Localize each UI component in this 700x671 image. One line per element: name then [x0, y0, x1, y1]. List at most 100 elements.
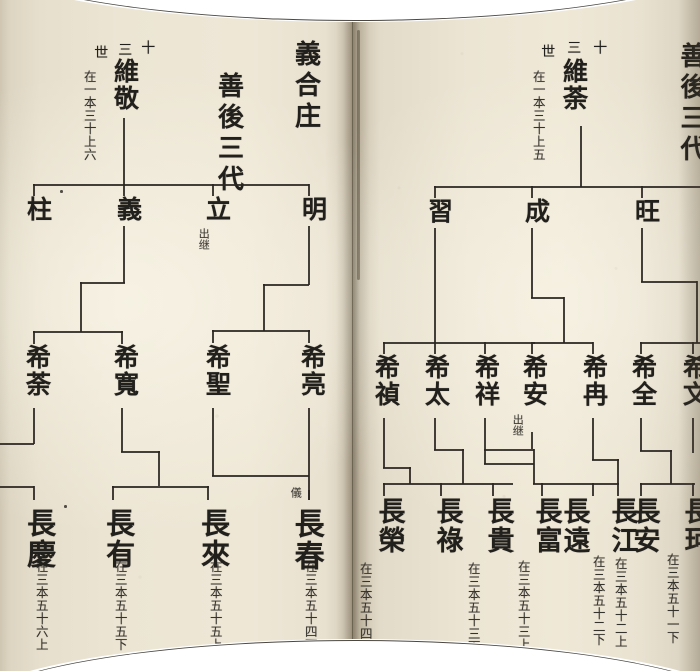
- connector-left-gen2-tick-ming: [308, 184, 310, 196]
- connector-left-gen4-bar: [112, 486, 209, 488]
- connector-right-gen4-bar-a: [383, 483, 513, 485]
- connector-right-wang-drop-b: [696, 281, 698, 343]
- connector-left-yi-gen3-tick-2: [121, 331, 123, 344]
- left-page-gen2-name-zhu: 柱: [23, 196, 53, 222]
- connector-left-xikuan-jog: [121, 451, 160, 453]
- left-page-gen4-ref-changlai: 在三本五十五上: [207, 560, 223, 651]
- connector-left-yi-gen3-bar: [33, 331, 123, 333]
- ink-speck-mid-left: [64, 505, 67, 508]
- connector-right-cheng-gen3-tick-2: [592, 342, 594, 354]
- connector-left-xikuan-drop: [121, 408, 123, 452]
- connector-right-wang-jog: [641, 281, 697, 283]
- right-page-gen3-tag-xian-chuji: 出继: [511, 414, 525, 436]
- right-page-gen4-name-changfu: 長富: [530, 497, 562, 555]
- right-page-gen3-name-xiwen: 希文: [679, 354, 700, 408]
- connector-left-gen4-tick-changlai: [207, 486, 209, 500]
- connector-right-xiwen-drop: [692, 418, 694, 453]
- connector-left-gen2-bar: [33, 184, 309, 186]
- connector-right-xiquan-drop2: [670, 450, 672, 484]
- connector-right-xi-drop: [434, 228, 436, 343]
- left-page-gen4-name-changyou: 長有: [101, 508, 136, 570]
- connector-left-xitu-bar: [0, 443, 34, 445]
- connector-right-gen4-tick-changyuan: [592, 483, 594, 496]
- left-page-ancestor-reference: 在一本三十上六: [81, 70, 97, 161]
- left-page-gen4-ref-changyou: 在三本五十五下: [112, 560, 128, 651]
- left-page-gen3-name-xisheng: 希聖: [202, 344, 232, 398]
- connector-left-gen4-tick-changyou: [112, 486, 114, 500]
- connector-left-xitu-tick: [33, 486, 35, 500]
- right-page-gen4-name-changgui: 長貴: [482, 497, 514, 555]
- right-page-gen4-name-changrong: 長榮: [373, 497, 405, 555]
- connector-right-gen4-tick-changke: [692, 483, 694, 496]
- left-page-gen2-name-yi: 義: [113, 196, 143, 222]
- connector-right-gen2-tick-xi: [434, 186, 436, 198]
- right-page-gen2-name-cheng: 成: [521, 198, 551, 224]
- left-page-gen2-name-ming: 明: [298, 196, 328, 222]
- connector-right-xixiang-drop: [484, 418, 486, 464]
- left-page-gen3-name-xitu: 希荼: [22, 344, 52, 398]
- connector-left-gen2-tick-yi: [123, 184, 125, 196]
- right-page-gen4-ref-changgui: 在三本五十三下: [465, 562, 481, 653]
- right-page-ancestor-reference: 在一本三十上五: [530, 70, 546, 161]
- left-page-gen3-name-xiliang: 希亮: [297, 344, 327, 398]
- right-page-gen2-name-xi: 習: [424, 198, 454, 224]
- left-page-gen4-name-changlai: 長來: [196, 508, 231, 570]
- right-page-gen4-name-changjiang: 長江: [606, 497, 638, 555]
- connector-right-xi-gen3-tick-1: [383, 342, 385, 354]
- right-page-generation-marker-three: 三: [565, 40, 582, 56]
- left-page-generation-marker-ten: 十: [139, 40, 156, 56]
- connector-left-gen2-tick-li: [212, 184, 214, 196]
- left-page-generation-marker-three: 三: [116, 42, 133, 58]
- connector-right-gen4-bar-c: [640, 483, 695, 485]
- right-page-section-header: 善後三代: [676, 42, 700, 166]
- connector-left-xiliang-drop: [308, 408, 310, 500]
- connector-right-xiran-jog: [592, 459, 619, 461]
- connector-left-yi-gen3-tick-1: [33, 331, 35, 344]
- connector-right-cheng-gen3-tick-1: [531, 342, 533, 354]
- left-page-ancestor-name: 維敬: [110, 58, 140, 112]
- right-page-gen3-name-xiquan: 希全: [628, 354, 658, 408]
- right-page-gen4-name-changlu: 長祿: [431, 497, 463, 555]
- connector-left-ming-gen3-tick-2: [308, 330, 310, 343]
- left-page-gen4-tag-changchun-yi: 儀: [289, 487, 303, 498]
- connector-right-xiran-drop: [592, 418, 594, 460]
- right-page-generation-marker-shi: 世: [539, 44, 556, 60]
- connector-right-xitai-jog: [434, 449, 464, 451]
- connector-right-gen4-tick-changrong: [383, 483, 385, 496]
- connector-right-wang-gen3-bar: [640, 342, 700, 344]
- ink-speck-upper-left: [60, 190, 63, 193]
- connector-left-xitu-drop: [33, 408, 35, 444]
- connector-right-xitai-drop2: [462, 449, 464, 484]
- right-page-gen3-name-xiran: 希冉: [579, 354, 609, 408]
- connector-right-wang-drop-a: [641, 228, 643, 282]
- left-page-gen4-name-changchun: 長春: [288, 508, 324, 572]
- right-page-gen4-ref-changan: 在三本五十二上: [612, 557, 628, 648]
- connector-left-ming-jog: [263, 284, 309, 286]
- left-page-generation-marker-shi: 世: [92, 45, 109, 61]
- right-page-gen4-name-changan: 長安: [628, 497, 660, 555]
- connector-right-xiran-drop2: [617, 459, 619, 484]
- scan-top-page-edge: [0, 0, 700, 21]
- connector-right-gen2-tick-wang: [641, 186, 643, 198]
- connector-left-ming-gen3-tick-1: [212, 330, 214, 343]
- connector-left-yi-drop-a: [123, 226, 125, 283]
- right-page-generation-marker-ten: 十: [591, 40, 608, 56]
- scan-bottom-page-edge: [0, 640, 700, 671]
- connector-left-ancestor-stem: [123, 118, 125, 185]
- connector-right-xizhen-jog: [383, 467, 411, 469]
- right-page-gen3-name-xitai: 希太: [421, 354, 451, 408]
- right-page-gen4-ref-changfu: 在三本五十三上: [515, 560, 531, 651]
- connector-right-gen4-bar-b: [533, 483, 619, 485]
- connector-right-xi-gen3-tick-3: [484, 342, 486, 354]
- left-page-gen4-name-changqing: 長慶: [22, 508, 57, 570]
- connector-left-ming-drop-a: [308, 226, 310, 285]
- connector-right-xitai-drop: [434, 418, 436, 450]
- connector-right-ancestor-stem: [580, 126, 582, 187]
- connector-right-gen4-tick-changgui: [492, 483, 494, 496]
- connector-right-wang-gen3-tick-1: [640, 342, 642, 354]
- right-page-gen2-name-wang: 旺: [631, 198, 661, 224]
- connector-right-xian-drop: [531, 432, 533, 449]
- connector-left-gen4-tick-changchun: [308, 490, 310, 500]
- connector-right-xixiang-drop2: [533, 449, 535, 484]
